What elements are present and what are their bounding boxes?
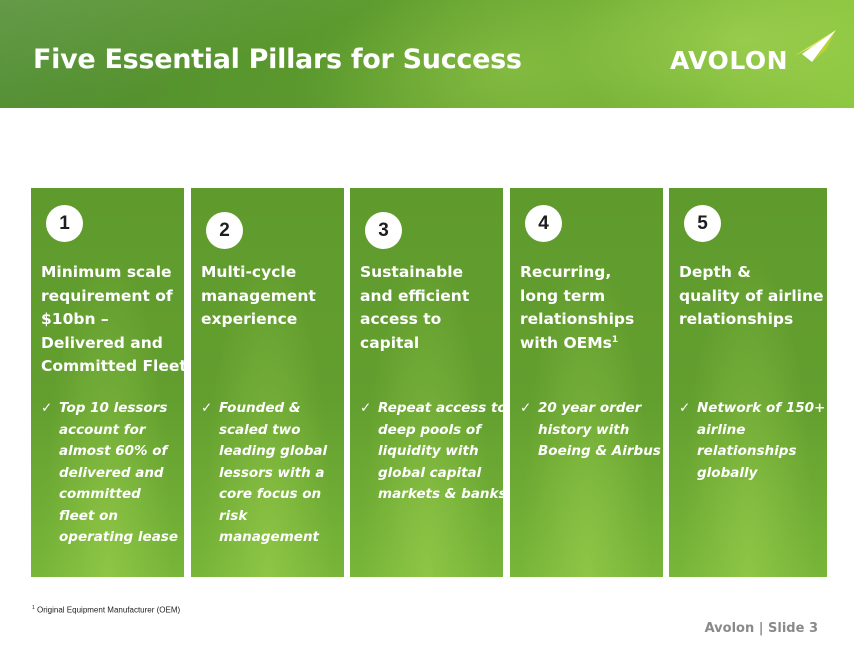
checkmark-icon: ✓	[360, 400, 372, 416]
bullet-line: history with	[538, 421, 630, 438]
bullet-line: deep pools of	[378, 421, 482, 438]
heading-line: relationships	[520, 310, 635, 328]
pillar-heading: Depth & quality of airline relationships	[679, 261, 825, 332]
heading-line: and efficient	[360, 286, 470, 305]
heading-line: relationships	[679, 310, 794, 328]
pillar-number-badge: 2	[206, 212, 243, 249]
pillar-bullet: ✓ Founded & scaled two leading global le…	[201, 398, 344, 549]
bullet-line: markets & banks	[378, 486, 503, 502]
heading-line: quality of airline	[679, 286, 824, 305]
checkmark-icon: ✓	[201, 400, 213, 416]
avolon-logo: AVOLON	[670, 30, 840, 80]
heading-line: Depth &	[679, 263, 751, 281]
bullet-line: almost 60% of	[59, 443, 168, 459]
heading-line: management	[201, 286, 316, 305]
bullet-line: relationships	[697, 443, 797, 459]
pillar-heading: Multi-cycle management experience	[201, 261, 344, 332]
bullet-line: globally	[697, 464, 758, 481]
heading-line: Sustainable	[360, 263, 464, 281]
heading-line: long term	[520, 286, 606, 305]
bullet-line: global capital	[378, 464, 482, 481]
heading-line: experience	[201, 310, 298, 328]
pillar-number-badge: 4	[525, 205, 562, 242]
pillar-5: 5 Depth & quality of airline relationshi…	[669, 188, 827, 577]
pillar-number-badge: 5	[684, 205, 721, 242]
pillars-container: 1 Minimum scale requirement of $10bn – D…	[31, 188, 827, 577]
bullet-line: Founded &	[219, 400, 301, 416]
footer-slide-number: Slide 3	[768, 621, 818, 636]
footnote-marker: 1	[611, 334, 619, 345]
footnote-marker: 1	[32, 605, 35, 611]
bullet-line: operating lease	[59, 529, 179, 545]
bullet-line: Top 10 lessors	[59, 400, 168, 416]
checkmark-icon: ✓	[679, 400, 691, 416]
bullet-line: fleet on	[59, 507, 118, 524]
pillar-bullet: ✓ 20 year order history with Boeing & Ai…	[520, 398, 663, 463]
footer-separator: |	[758, 621, 764, 636]
footer-company: Avolon	[704, 621, 755, 636]
heading-line: Multi-cycle	[201, 263, 297, 281]
header-banner: Five Essential Pillars for Success AVOLO…	[0, 0, 854, 108]
heading-line-with-footnote: with OEMs1	[520, 332, 663, 356]
pillar-3: 3 Sustainable and efficient access to ca…	[350, 188, 503, 577]
heading-line: access to	[360, 310, 442, 328]
pillar-heading: Recurring, long term relationships with …	[520, 261, 663, 355]
avolon-wing-icon	[794, 30, 836, 62]
pillar-1: 1 Minimum scale requirement of $10bn – D…	[31, 188, 184, 577]
footnote: 1 Original Equipment Manufacturer (OEM)	[32, 605, 180, 615]
pillar-number-badge: 1	[46, 205, 83, 242]
bullet-line: account for	[59, 421, 146, 438]
heading-line: Committed Fleet	[41, 357, 184, 375]
bullet-line: Repeat access to	[378, 400, 503, 416]
bullet-line: management	[219, 529, 320, 545]
bullet-line: scaled two	[219, 421, 301, 438]
bullet-line: committed	[59, 486, 141, 502]
heading-line: Delivered and	[41, 333, 163, 352]
pillar-heading: Sustainable and efficient access to capi…	[360, 261, 503, 355]
pillar-heading: Minimum scale requirement of $10bn – Del…	[41, 261, 184, 379]
pillar-number-badge: 3	[365, 212, 402, 249]
bullet-line: liquidity with	[378, 443, 479, 459]
bullet-line: core focus on risk	[219, 486, 322, 524]
heading-line: Minimum scale	[41, 263, 172, 281]
pillar-2: 2 Multi-cycle management experience ✓ Fo…	[191, 188, 344, 577]
bullet-line: leading global	[219, 443, 328, 459]
logo-text: AVOLON	[670, 46, 789, 75]
heading-line: $10bn –	[41, 310, 109, 328]
pillar-bullet: ✓ Top 10 lessors account for almost 60% …	[41, 398, 184, 549]
bullet-line: airline	[697, 421, 746, 438]
bullet-line: 20 year order	[538, 400, 642, 416]
heading-line: Recurring,	[520, 263, 612, 281]
footnote-text: Original Equipment Manufacturer (OEM)	[37, 605, 181, 615]
bullet-line: Boeing & Airbus	[538, 443, 661, 459]
pillar-bullet: ✓ Repeat access to deep pools of liquidi…	[360, 398, 503, 506]
pillar-bullet: ✓ Network of 150+ airline relationships …	[679, 398, 827, 484]
bullet-line: delivered and	[59, 464, 164, 481]
heading-line: capital	[360, 333, 420, 352]
slide-footer: Avolon | Slide 3	[705, 621, 818, 636]
checkmark-icon: ✓	[41, 400, 53, 416]
pillar-4: 4 Recurring, long term relationships wit…	[510, 188, 663, 577]
checkmark-icon: ✓	[520, 400, 532, 416]
slide-title: Five Essential Pillars for Success	[33, 44, 522, 75]
bullet-line: lessors with a	[219, 464, 325, 481]
heading-line: requirement of	[41, 286, 173, 305]
heading-line: with OEMs	[520, 333, 612, 352]
bullet-line: Network of 150+	[697, 400, 826, 416]
